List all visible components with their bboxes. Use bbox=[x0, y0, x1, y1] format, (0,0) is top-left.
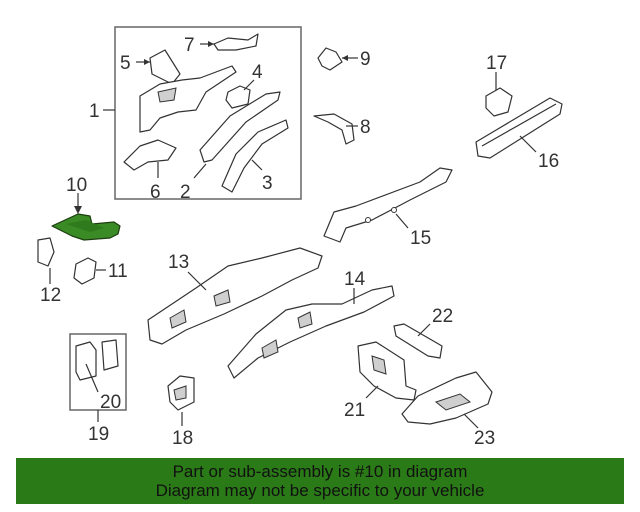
assembly-box-1 bbox=[114, 26, 302, 200]
callout-21: 21 bbox=[344, 400, 365, 421]
part-3[interactable] bbox=[221, 119, 289, 193]
parts-diagram: 1 2 3 4 5 6 7 8 9 10 11 12 13 14 15 16 1… bbox=[37, 26, 563, 449]
part-16[interactable] bbox=[475, 97, 563, 159]
banner-line-2: Diagram may not be specific to your vehi… bbox=[155, 481, 485, 500]
part-23[interactable] bbox=[401, 371, 493, 429]
callout-8: 8 bbox=[360, 117, 371, 138]
info-banner: Part or sub-assembly is #10 in diagram D… bbox=[16, 458, 624, 504]
callout-17: 17 bbox=[486, 53, 507, 74]
callout-11: 11 bbox=[108, 261, 128, 282]
callout-5: 5 bbox=[120, 53, 131, 74]
part-5[interactable] bbox=[136, 49, 181, 85]
part-8[interactable] bbox=[313, 113, 358, 145]
callout-2: 2 bbox=[180, 182, 191, 203]
part-18[interactable] bbox=[167, 375, 195, 426]
callout-19: 19 bbox=[88, 424, 109, 445]
callout-14: 14 bbox=[344, 269, 366, 290]
callout-9: 9 bbox=[360, 49, 371, 70]
part-10[interactable] bbox=[51, 193, 121, 241]
callout-7: 7 bbox=[184, 35, 195, 56]
callout-6: 6 bbox=[150, 182, 161, 203]
part-6[interactable] bbox=[123, 139, 177, 178]
callout-12: 12 bbox=[40, 285, 61, 306]
callout-10: 10 bbox=[66, 175, 87, 196]
callout-1: 1 bbox=[89, 101, 100, 122]
callout-18: 18 bbox=[172, 428, 193, 449]
part-12[interactable] bbox=[37, 237, 55, 284]
part-15[interactable] bbox=[323, 167, 453, 243]
part-4[interactable] bbox=[225, 79, 255, 109]
part-13[interactable] bbox=[147, 247, 323, 345]
part-17[interactable] bbox=[485, 72, 513, 117]
part-20[interactable] bbox=[75, 339, 119, 393]
part-21[interactable] bbox=[357, 341, 417, 401]
callout-4: 4 bbox=[252, 62, 263, 83]
part-9[interactable] bbox=[317, 47, 358, 71]
callout-23: 23 bbox=[474, 428, 495, 449]
part-1-pillar[interactable] bbox=[139, 65, 237, 133]
part-7[interactable] bbox=[200, 33, 259, 51]
callout-20: 20 bbox=[100, 392, 121, 413]
callout-16: 16 bbox=[538, 151, 559, 172]
part-14[interactable] bbox=[227, 285, 395, 379]
part-2[interactable] bbox=[193, 91, 281, 179]
part-22[interactable] bbox=[393, 323, 443, 359]
part-11[interactable] bbox=[73, 257, 106, 285]
callout-15: 15 bbox=[410, 228, 431, 249]
callout-3: 3 bbox=[262, 173, 273, 194]
callout-22: 22 bbox=[432, 306, 453, 327]
banner-line-1: Part or sub-assembly is #10 in diagram bbox=[172, 462, 468, 481]
callout-13: 13 bbox=[168, 252, 189, 273]
